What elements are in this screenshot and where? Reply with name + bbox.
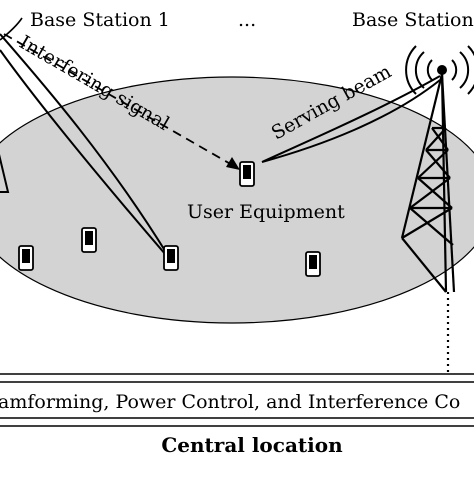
bs1-tower-edge xyxy=(0,154,10,193)
bsn-label: Base Station xyxy=(352,9,474,31)
radio-waves-icon xyxy=(405,45,474,95)
ue-bs1-icon xyxy=(163,245,179,271)
tower-icon xyxy=(400,73,456,293)
interfering-signal-arrowhead xyxy=(226,157,240,170)
central-location-label: Central location xyxy=(161,433,343,457)
ue-phone-icon xyxy=(305,251,321,277)
serving-beam-lobe xyxy=(261,75,441,163)
bs1-label: Base Station 1 xyxy=(30,9,170,31)
ue-serving-icon xyxy=(239,161,255,187)
ellipsis-label: ... xyxy=(238,9,256,31)
coverage-area xyxy=(0,76,474,324)
antenna-icon xyxy=(437,65,447,75)
ue-phone-icon xyxy=(81,227,97,253)
processing-label: amforming, Power Control, and Interferen… xyxy=(0,391,460,413)
bs1-beam-fragment xyxy=(0,17,23,41)
ue-label: User Equipment xyxy=(187,201,345,223)
ue-phone-icon xyxy=(18,245,34,271)
